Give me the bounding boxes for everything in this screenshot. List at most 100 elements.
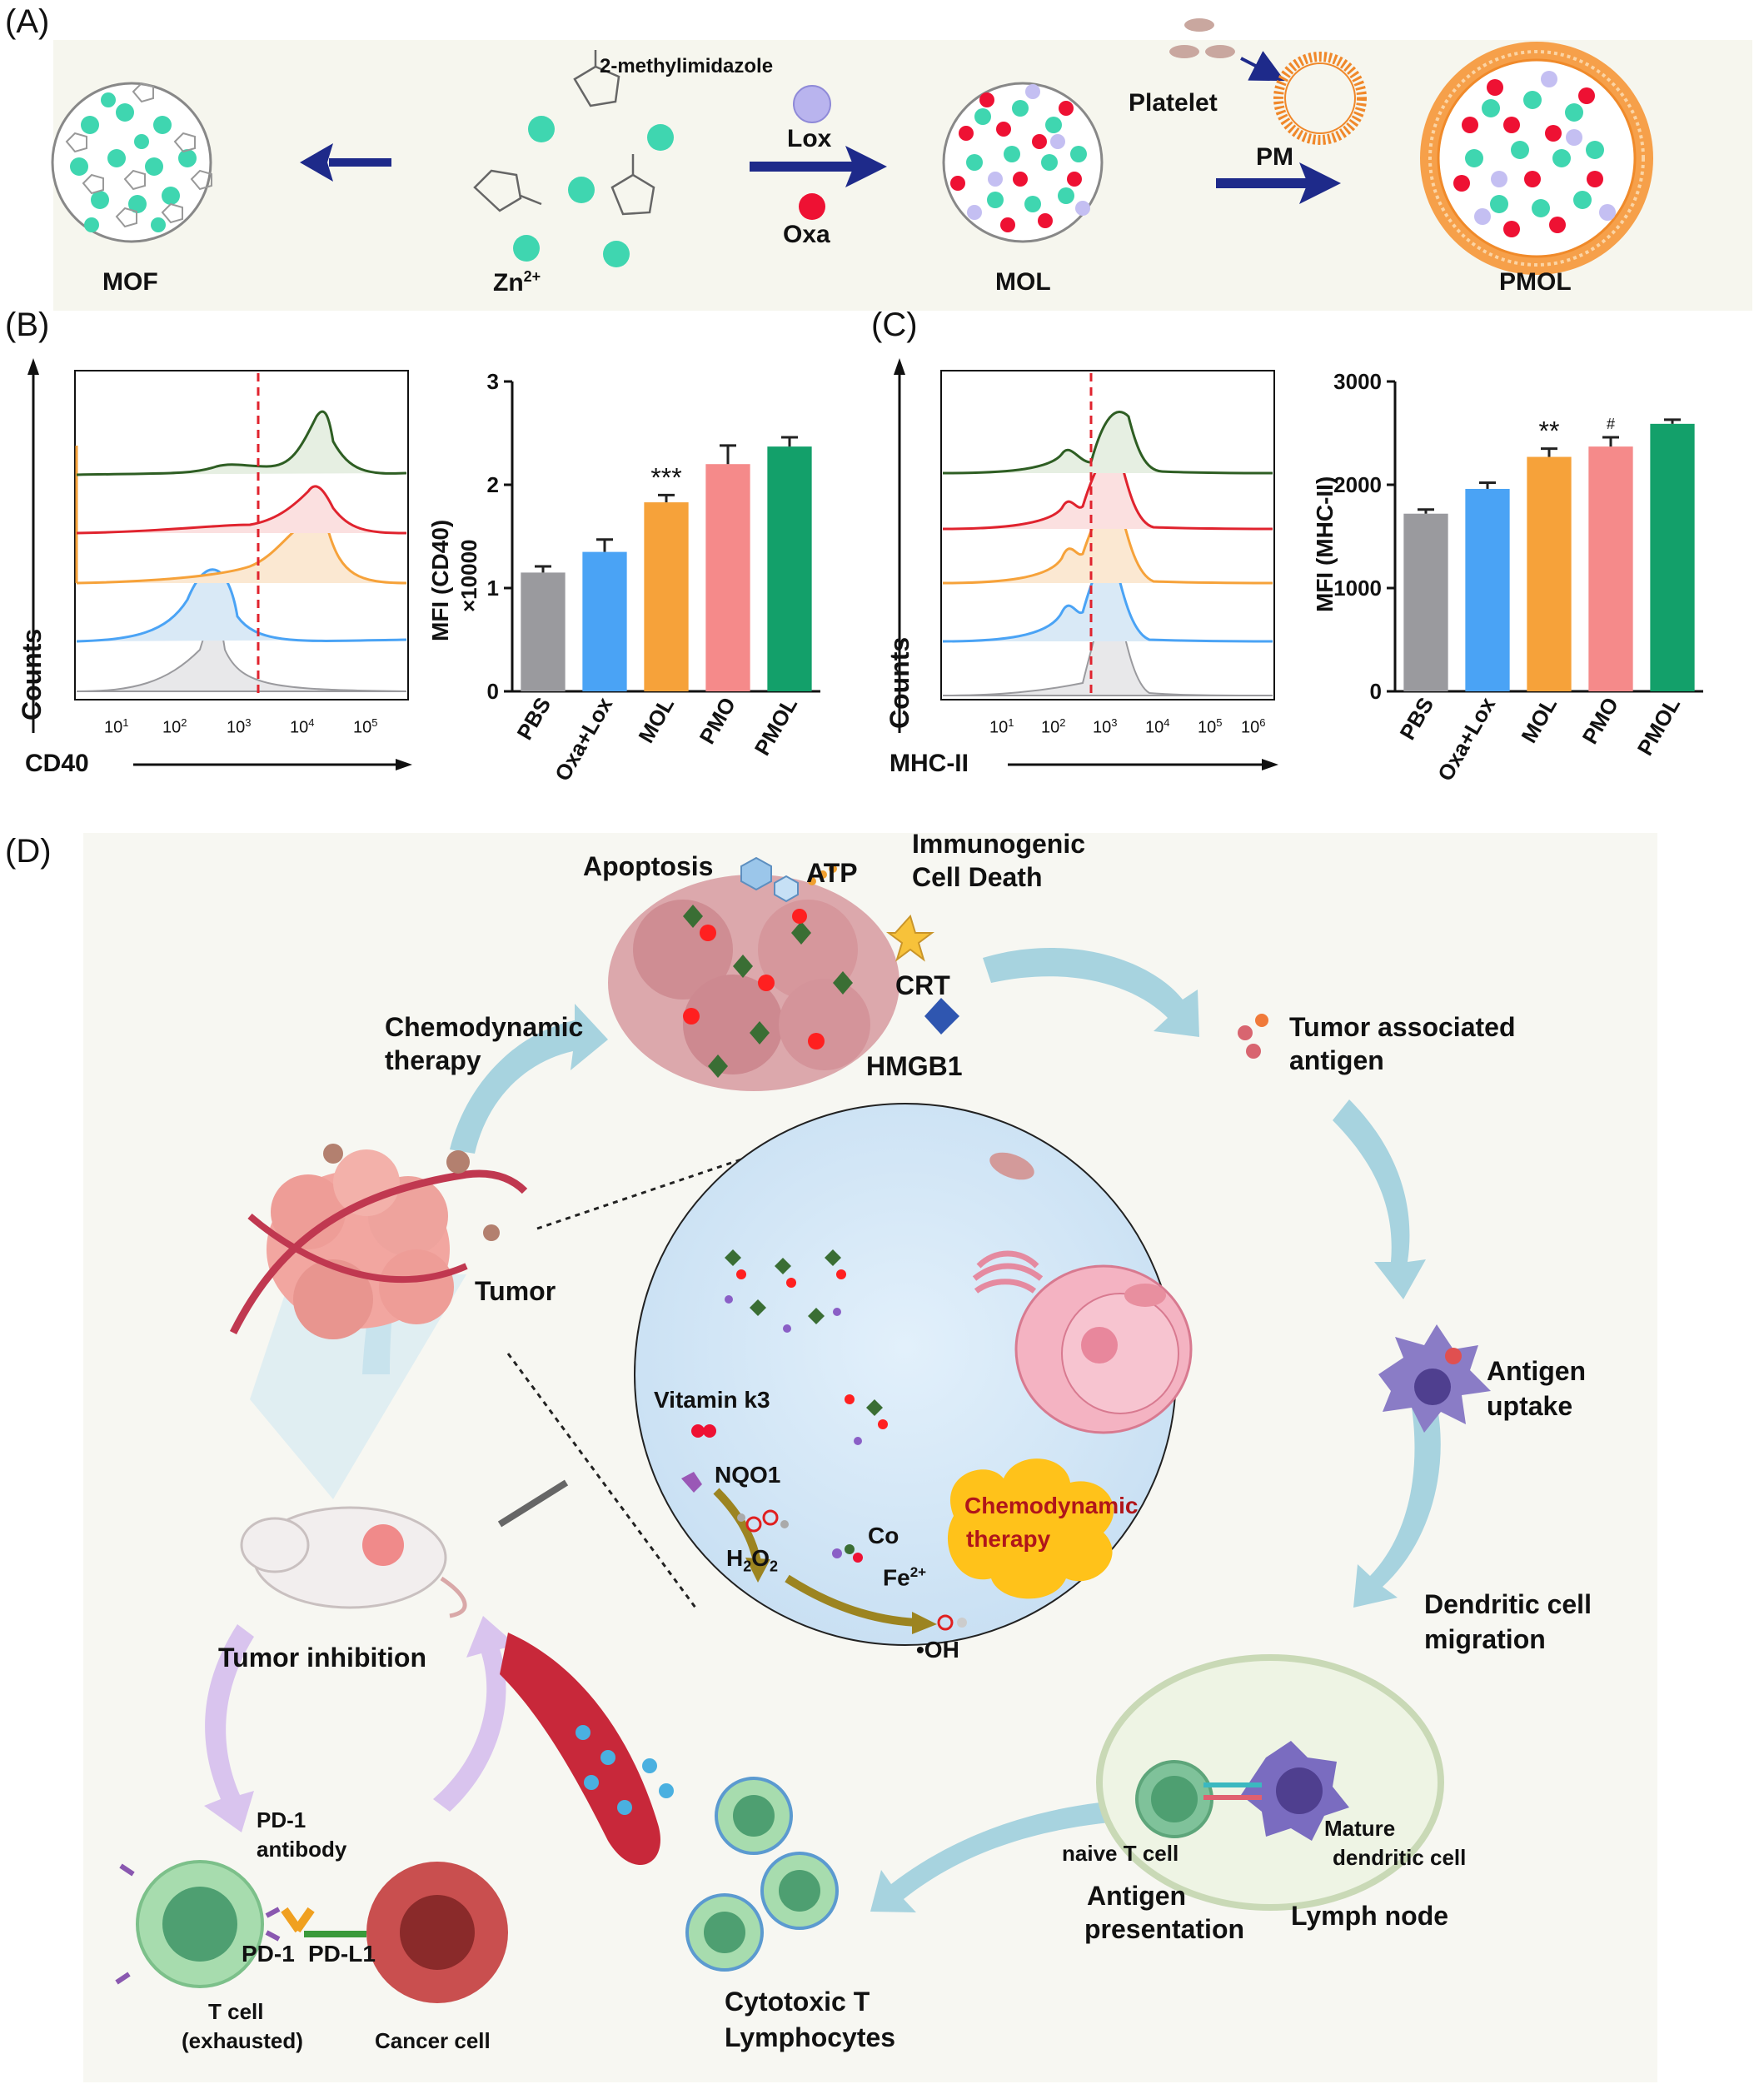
label-mature-dc-line2: dendritic cell (1333, 1845, 1467, 1870)
pmol-particle (1420, 42, 1653, 275)
label-platelet: Platelet (1129, 89, 1218, 117)
cloud-label-line1: Chemodynamic (964, 1493, 1139, 1518)
label-fe: Fe2+ (883, 1564, 927, 1591)
b-ytick-label: 0 (487, 679, 499, 704)
nqo1-enzyme-icon (681, 1472, 702, 1493)
label-cdt-line1: Chemodynamic (385, 1012, 584, 1042)
b-xlabel: CD40 (25, 750, 89, 777)
label-vitamin-k3: Vitamin k3 (654, 1387, 770, 1413)
b-xtick-5: 105 (353, 716, 378, 737)
label-icd-line1: Immunogenic (912, 829, 1086, 859)
label-tcell-line1: T cell (208, 1999, 264, 2024)
label-mof: MOF (102, 268, 158, 296)
pd1-antibody-icon (281, 1907, 315, 1933)
label-cdt-line2: therapy (385, 1045, 481, 1075)
panel-a-schematic (51, 18, 1653, 275)
panel-label-b: (B) (5, 307, 50, 343)
label-mol: MOL (995, 268, 1051, 296)
label-tumor: Tumor (475, 1276, 556, 1306)
c-ytick-label: 2000 (1333, 472, 1382, 497)
c-ytick-label: 1000 (1333, 576, 1382, 601)
blood-vessel (500, 1633, 674, 1865)
mouse-icon (240, 1479, 569, 1618)
label-h2o2: H2O2 (726, 1545, 779, 1575)
label-oh-radical: •OH (916, 1637, 959, 1663)
b-bar-Oxa+Lox (582, 551, 627, 691)
b-bar-MOL (644, 502, 689, 691)
atp-molecule-icon (740, 856, 837, 903)
panel-label-c: (C) (871, 307, 918, 343)
arrow-to-mol (750, 146, 887, 187)
exhausted-t-cell (115, 1860, 281, 1988)
lymph-node (1096, 1654, 1444, 1911)
label-antigen-uptake-line1: Antigen (1487, 1356, 1587, 1386)
zn-linker-mixture (473, 50, 674, 267)
label-tcell-line2: (exhausted) (182, 2028, 303, 2053)
cloud-label-line2: therapy (966, 1526, 1051, 1552)
label-crt: CRT (895, 970, 950, 1000)
b-xtick-1: 101 (104, 716, 129, 737)
mof-particle (51, 82, 212, 243)
c-ytick-label: 0 (1370, 679, 1382, 704)
label-oxa: Oxa (783, 221, 830, 248)
icd-cell-cluster (608, 875, 899, 1091)
c-xtick-5: 105 (1198, 716, 1223, 737)
purple-arrows (204, 1616, 516, 1832)
c-xtick-2: 102 (1041, 716, 1066, 737)
label-ctl-line2: Lymphocytes (725, 2022, 896, 2052)
label-lymph-node: Lymph node (1291, 1901, 1449, 1931)
arrow-to-pmol (1216, 162, 1341, 204)
chemodynamic-cloud (947, 1458, 1114, 1599)
c-bar-PMOL (1650, 423, 1695, 691)
label-dc-migration-line1: Dendritic cell (1424, 1589, 1592, 1619)
label-hmgb1: HMGB1 (866, 1051, 963, 1081)
b-ytick-label: 2 (487, 472, 499, 497)
b-ytick-label: 3 (487, 369, 499, 394)
b-ytick-label: 1 (487, 576, 499, 601)
label-mature-dc-line1: Mature (1324, 1816, 1396, 1841)
hmgb1-diamond-icon (924, 998, 959, 1035)
organelles (972, 1152, 1193, 1434)
label-atp: ATP (806, 858, 858, 888)
panel-b-histogram (27, 358, 412, 770)
oxa-icon (799, 193, 825, 220)
panel-c-histogram (894, 358, 1278, 770)
pm-vesicle (1273, 52, 1367, 145)
b-xtick-2: 102 (162, 716, 187, 737)
b-bar-PMO (705, 464, 750, 691)
oh-radical-icon (937, 1614, 967, 1631)
c-xtick-1: 101 (989, 716, 1014, 737)
label-apoptosis: Apoptosis (583, 851, 714, 881)
b-bar-PBS (521, 572, 566, 691)
label-pm: PM (1256, 143, 1293, 171)
c-significance-mark: ** (1539, 416, 1560, 446)
cancer-cell-icon (366, 1862, 508, 2003)
label-pd1-antibody-line1: PD-1 (257, 1807, 306, 1832)
c-bar-Oxa+Lox (1465, 488, 1510, 691)
label-pdl1: PD-L1 (308, 1941, 376, 1967)
dendritic-cell-icon (1378, 1324, 1491, 1433)
label-tumor-inhibition: Tumor inhibition (218, 1643, 427, 1673)
label-dc-migration-line2: migration (1424, 1624, 1546, 1654)
mol-particle (942, 82, 1104, 243)
label-cancer-cell: Cancer cell (375, 2028, 491, 2053)
lox-icon (793, 85, 831, 123)
label-taa-line1: Tumor associated (1289, 1012, 1516, 1042)
label-lox: Lox (787, 125, 832, 152)
c-xtick-3: 103 (1093, 716, 1118, 737)
h2o2-molecule-icon (737, 1509, 789, 1533)
label-pd1: PD-1 (242, 1941, 295, 1967)
c-bar-PBS (1403, 513, 1448, 691)
c-xlabel: MHC-II (889, 750, 969, 777)
nanomaterial-sheet (725, 1249, 888, 1445)
b-xtick-3: 103 (227, 716, 252, 737)
label-taa-line2: antigen (1289, 1045, 1384, 1075)
label-nqo1: NQO1 (715, 1462, 781, 1488)
c-xtick-6: 106 (1241, 716, 1266, 737)
label-pd1-antibody-line2: antibody (257, 1837, 347, 1862)
label-co: Co (868, 1523, 899, 1548)
b-significance-mark: *** (650, 462, 681, 492)
